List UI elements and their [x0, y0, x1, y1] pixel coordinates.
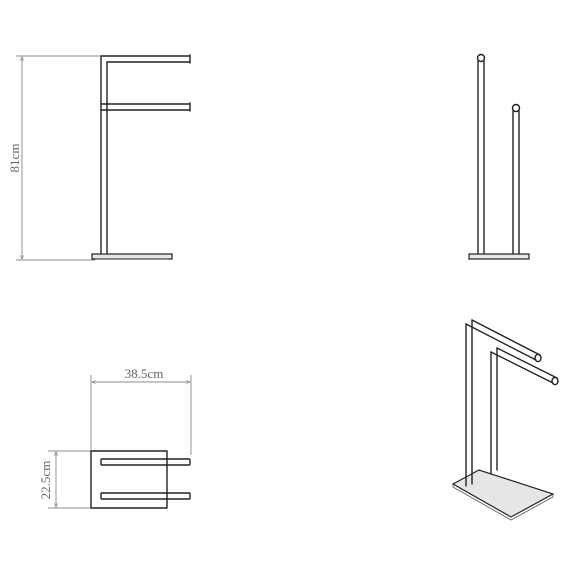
depth-label: 22.5cm	[38, 461, 53, 500]
width-label: 38.5cm	[125, 366, 164, 381]
depth-dimension: 22.5cm	[38, 450, 91, 509]
width-dimension: 38.5cm	[90, 366, 192, 455]
side-view	[468, 53, 530, 260]
height-label: 81cm	[7, 144, 22, 173]
isometric-view	[451, 319, 559, 521]
top-view: 38.5cm 22.5cm	[38, 366, 192, 509]
front-view: 81cm	[7, 54, 191, 261]
height-dimension: 81cm	[7, 55, 100, 261]
